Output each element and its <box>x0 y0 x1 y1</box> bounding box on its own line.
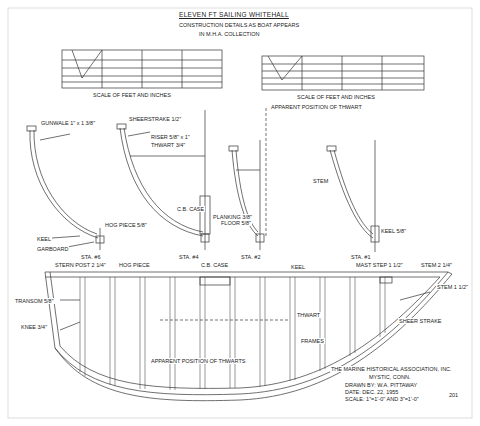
hull-profile <box>45 272 452 401</box>
hull-section <box>27 126 104 250</box>
part-label: THWART <box>296 312 321 318</box>
part-label: SCALE OF FEET AND INCHES <box>296 94 376 100</box>
title-block-text: DATE: DEC. 22, 1955 <box>344 389 399 395</box>
scale-bar <box>262 56 424 90</box>
part-label: SHEERSTRAKE 1/2" <box>128 116 182 122</box>
subtitle: IN M.H.A. COLLECTION <box>198 31 261 37</box>
part-label: STERN POST 2 1/4" <box>54 262 107 268</box>
part-label: RISER 5/8" x 1" <box>150 134 191 140</box>
part-label: SCALE OF FEET AND INCHES <box>92 92 172 98</box>
part-label: KEEL <box>36 236 52 242</box>
part-label: STA. #1 <box>350 254 371 260</box>
title-block-text: MYSTIC, CONN. <box>368 374 412 380</box>
part-label: MAST STEP 1 1/2" <box>355 262 404 268</box>
hull-section <box>327 140 379 252</box>
part-label: KNEE 3/4" <box>20 324 48 330</box>
part-label: HOG PIECE 5/8" <box>104 222 148 228</box>
drawing-title: ELEVEN FT SAILING WHITEHALL <box>178 11 290 18</box>
part-label: APPARENT POSITION OF THWARTS <box>150 358 246 364</box>
part-label: GARBOARD <box>36 246 69 252</box>
hull-section <box>117 110 210 250</box>
part-label: KEEL 5/8" <box>380 228 407 234</box>
part-label: STEM 2 1/4" <box>420 262 453 268</box>
part-label: KEEL <box>290 264 306 270</box>
part-label: C.B. CASE <box>200 262 229 268</box>
part-label: SHEER STRAKE <box>398 318 442 324</box>
part-label: APPARENT POSITION OF THWART <box>270 104 363 110</box>
part-label: FRAMES <box>300 338 325 344</box>
part-label: TRANSOM 5/8" <box>14 298 55 304</box>
title-block-text: DRAWN BY: W.A. PITTAWAY <box>344 382 418 388</box>
title-block-text: SCALE: 1"=1'-0" AND 3"=1'-0" <box>344 396 420 402</box>
title-block-text: 201 <box>448 392 459 398</box>
hull-section <box>229 108 266 250</box>
subtitle: CONSTRUCTION DETAILS AS BOAT APPEARS <box>178 22 300 28</box>
scale-bar <box>62 50 222 88</box>
part-label: HOG PIECE <box>118 262 151 268</box>
part-label: C.B. CASE <box>176 206 205 212</box>
part-label: STA. #6 <box>80 254 101 260</box>
part-label: GUNWALE 1" x 1 3/8" <box>40 120 96 126</box>
part-label: STEM 1 1/2" <box>436 284 469 290</box>
part-label: STEM <box>312 178 329 184</box>
title-block-text: THE MARINE HISTORICAL ASSOCIATION, INC. <box>330 366 453 372</box>
part-label: STA. #4 <box>178 254 199 260</box>
part-label: THWART 3/4" <box>150 142 186 148</box>
part-label: FLOOR 5/8" <box>220 220 252 226</box>
part-label: STA. #2 <box>240 254 261 260</box>
